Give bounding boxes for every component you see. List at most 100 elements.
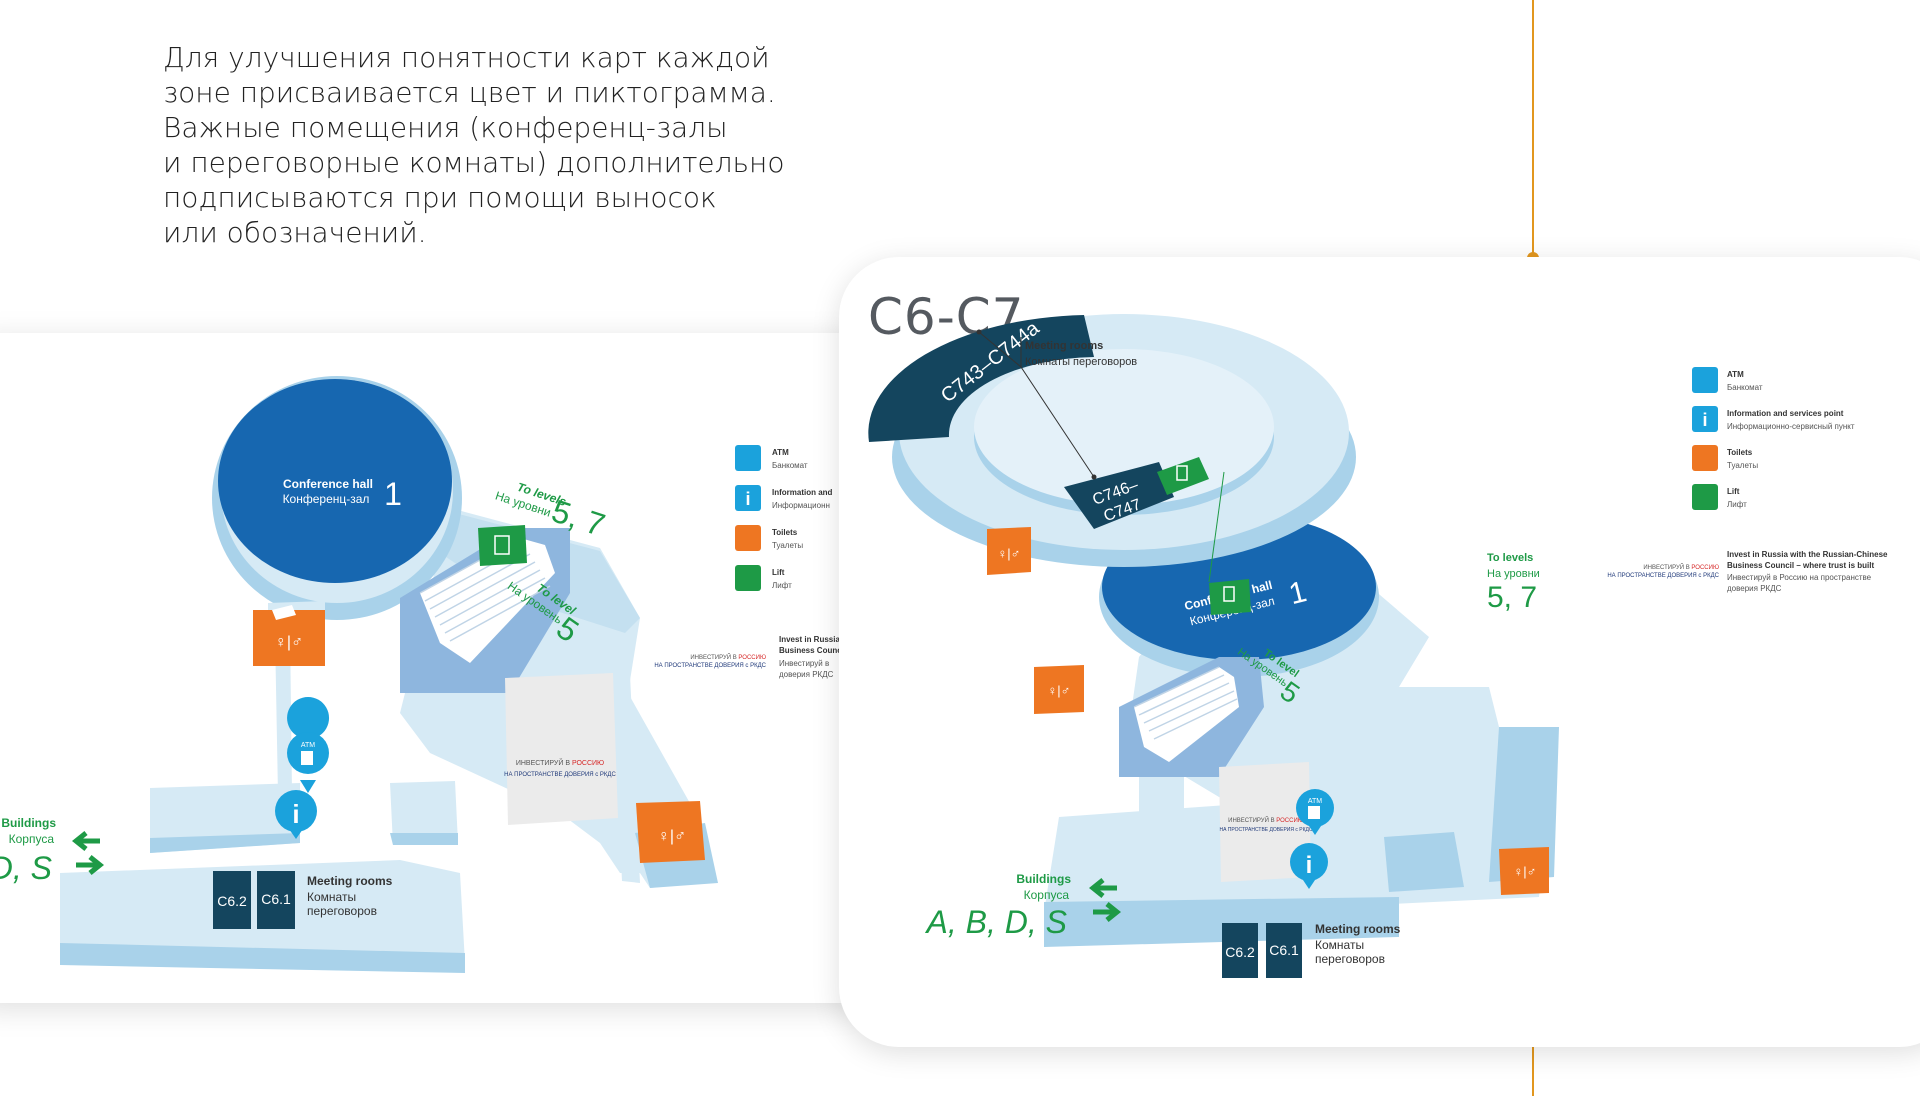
toilet-icon: ♀|♂: [1514, 864, 1537, 879]
left-legend-atm-ru: Банкомат: [772, 461, 808, 470]
right-legend-invest-en1: Invest in Russia with the Russian-Chines…: [1727, 550, 1888, 559]
right-legend-atm-en: ATM: [1727, 370, 1744, 379]
right-to-levels-ru: На уровни: [1487, 568, 1540, 580]
left-conf-hall-title-ru: Конференц-зал: [283, 492, 370, 506]
right-legend: ATM Банкомат i Information and services …: [1607, 367, 1888, 593]
atm-icon: [735, 445, 761, 471]
left-conference-hall: Conference hall Конференц-зал 1: [212, 376, 462, 620]
left-lift: [478, 525, 527, 566]
toilet-icon: [1692, 445, 1718, 471]
left-legend-atm-en: ATM: [772, 448, 789, 457]
right-legend-info-en: Information and services point: [1727, 409, 1844, 418]
right-info-pin: i: [1290, 843, 1328, 889]
left-buildings-ru: Корпуса: [9, 832, 55, 846]
atm-icon: [1692, 367, 1718, 393]
left-legend-info-ru: Информационн: [772, 501, 830, 510]
lift-icon: [494, 535, 510, 555]
right-legend-logo-line2: НА ПРОСТРАНСТВЕ ДОВЕРИЯ с РКДС: [1607, 573, 1719, 579]
atm-icon: [301, 751, 313, 765]
left-legend-invest-ru2: доверия РКДС: [779, 670, 834, 679]
right-legend-logo-line1a: ИНВЕСТИРУЙ В: [1643, 563, 1691, 571]
right-legend-invest-ru2: доверия РКДС: [1727, 584, 1782, 593]
left-meeting-ru2: переговоров: [307, 904, 377, 918]
left-banner-line1a: ИНВЕСТИРУЙ В: [516, 758, 572, 767]
left-toilet-block: ♀|♂: [253, 601, 325, 666]
atm-icon: [1308, 806, 1320, 819]
toilet-icon: ♀|♂: [275, 634, 303, 651]
right-legend-invest-en2: Business Council – where trust is built: [1727, 561, 1874, 570]
right-ring: C743–C744a C746– C747 Meeting rooms Комн…: [868, 314, 1356, 567]
right-auditorium: [1119, 657, 1264, 777]
left-conf-hall-title-en: Conference hall: [283, 477, 373, 491]
right-legend-invest-ru1: Инвестируй в Россию на пространстве: [1727, 573, 1872, 582]
right-room-c61: C6.1: [1269, 942, 1299, 958]
right-floor-map: Conference hall Конференц-зал 1 C743–C74…: [868, 314, 1888, 978]
right-legend-info-ru: Информационно-сервисный пункт: [1727, 422, 1855, 431]
left-room-c62: C6.2: [217, 893, 247, 909]
arrow-right-icon: [76, 855, 105, 875]
right-legend-logo-line1: ИНВЕСТИРУЙ В РОССИЮ: [1643, 563, 1719, 571]
right-toilet-right: ♀|♂: [1499, 847, 1549, 895]
right-room-c62: C6.2: [1225, 944, 1255, 960]
right-legend-logo-line1b: РОССИЮ: [1691, 565, 1719, 571]
info-icon: i: [1306, 852, 1313, 879]
right-meeting-top-en: Meeting rooms: [1025, 340, 1103, 352]
right-atm-pin-label: ATM: [1308, 798, 1322, 805]
accent-line-top: [1532, 0, 1534, 255]
toilet-icon: ♀|♂: [1048, 683, 1071, 698]
left-room-c61: C6.1: [261, 891, 291, 907]
callout-line-levels: [1208, 471, 1225, 583]
left-legend-toilet-ru: Туалеты: [772, 541, 803, 550]
left-legend-invest-en1: Invest in Russia: [779, 635, 840, 644]
left-banner-line1: ИНВЕСТИРУЙ В РОССИЮ: [516, 758, 604, 767]
right-atm-pin: ATM: [1296, 789, 1334, 835]
info-icon: i: [292, 799, 299, 829]
arrow-left-icon: [71, 831, 100, 851]
right-buildings-letters: A, B, D, S: [925, 904, 1067, 940]
left-legend-logo-line1a: ИНВЕСТИРУЙ В: [690, 653, 738, 661]
left-legend-logo-line1b: РОССИЮ: [738, 655, 766, 661]
intro-line: и переговорные комнаты) дополнительно: [163, 146, 785, 179]
toilet-icon: ♀|♂: [998, 546, 1021, 561]
left-legend-lift-ru: Лифт: [772, 581, 792, 590]
toilet-icon: ♀|♂: [658, 828, 686, 845]
left-buildings-letters: D, S: [0, 850, 52, 886]
lift-icon: [1692, 484, 1718, 510]
left-meeting-ru1: Комнаты: [307, 890, 356, 904]
left-info-pin: i: [275, 790, 317, 839]
right-lift-ring: [1157, 457, 1209, 495]
right-legend-lift-en: Lift: [1727, 487, 1740, 496]
intro-line: зоне присваивается цвет и пиктограмма.: [163, 76, 776, 109]
right-banner-line2: НА ПРОСТРАНСТВЕ ДОВЕРИЯ с РКДС: [1219, 827, 1312, 833]
lift-icon: [1223, 586, 1235, 602]
right-legend-lift-ru: Лифт: [1727, 500, 1747, 509]
left-atm-pin-label: ATM: [301, 742, 315, 749]
right-meeting-ru2: переговоров: [1315, 952, 1385, 966]
left-legend-logo-line1: ИНВЕСТИРУЙ В РОССИЮ: [690, 653, 766, 661]
right-banner-line1b: РОССИЮ: [1276, 818, 1304, 824]
left-atm-pin: ATM: [287, 697, 330, 793]
left-buildings-label: Buildings Корпуса D, S: [0, 816, 105, 886]
left-legend-invest-en2: Business Counc: [779, 646, 842, 655]
right-banner: ИНВЕСТИРУЙ В РОССИЮ НА ПРОСТРАНСТВЕ ДОВЕ…: [1219, 762, 1313, 882]
intro-line: подписываются при помощи выносок: [163, 181, 717, 214]
left-legend-toilet-en: Toilets: [772, 528, 798, 537]
left-banner: ИНВЕСТИРУЙ В РОССИЮ НА ПРОСТРАНСТВЕ ДОВЕ…: [504, 673, 618, 825]
left-toilet-right: ♀|♂: [636, 801, 705, 863]
lift-icon: [1176, 465, 1188, 481]
right-toilet-ring: ♀|♂: [987, 527, 1031, 575]
intro-line: Для улучшения понятности карт каждой: [163, 41, 770, 74]
left-meeting-en: Meeting rooms: [307, 874, 393, 888]
right-banner-line1: ИНВЕСТИРУЙ В РОССИЮ: [1228, 816, 1304, 824]
toilet-icon: [735, 525, 761, 551]
lift-icon: [735, 565, 761, 591]
left-conf-hall-number: 1: [384, 476, 402, 512]
left-banner-line1b: РОССИЮ: [572, 760, 604, 767]
right-to-levels-en: To levels: [1487, 552, 1533, 564]
intro-text: Для улучшения понятности карт каждой зон…: [163, 40, 803, 250]
right-buildings-en: Buildings: [1016, 872, 1071, 886]
info-icon: [735, 485, 761, 511]
left-legend-info-en: Information and: [772, 488, 833, 497]
callout-line: [978, 331, 1095, 478]
left-banner-line2: НА ПРОСТРАНСТВЕ ДОВЕРИЯ с РКДС: [504, 772, 616, 778]
